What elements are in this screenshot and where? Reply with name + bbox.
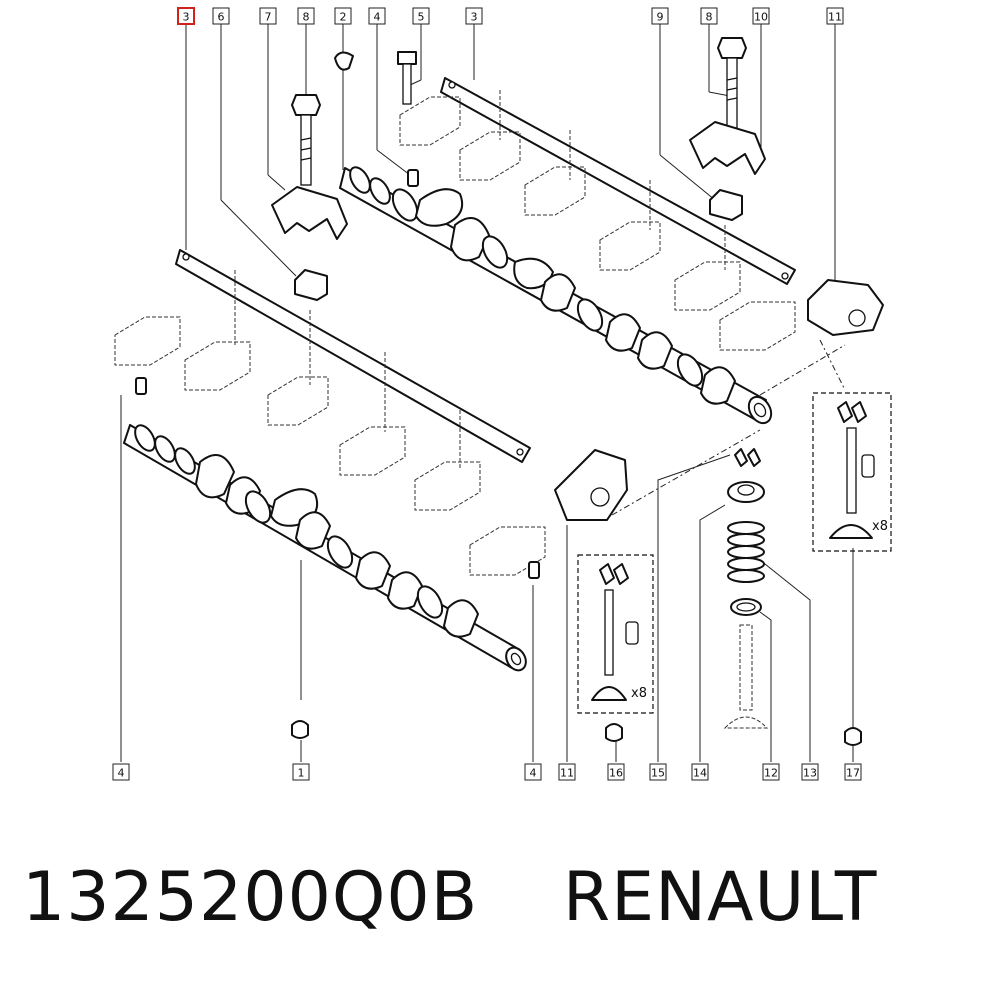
small-clips <box>334 51 354 71</box>
callout-bottom-7-text: 12 <box>764 767 778 780</box>
callout-top-5: 4 <box>368 7 386 25</box>
callout-top-0-text: 3 <box>183 11 190 24</box>
cam-follower-front <box>554 449 628 521</box>
callout-top-8-text: 9 <box>657 11 664 24</box>
clamp-left <box>271 186 348 240</box>
callout-top-5-text: 4 <box>374 11 381 24</box>
callout-top-1-text: 6 <box>218 11 225 24</box>
callout-bottom-5: 15 <box>649 763 667 781</box>
callout-bottom-8-text: 13 <box>803 767 817 780</box>
callout-top-6: 5 <box>412 7 430 25</box>
callout-top-11-text: 11 <box>828 11 842 24</box>
callout-bottom-6: 14 <box>691 763 709 781</box>
quantity-label-left: x8 <box>631 686 647 701</box>
callout-top-4: 2 <box>334 7 352 25</box>
valve-spring-stack <box>723 448 769 729</box>
clamp-right <box>689 121 766 175</box>
wedge-left <box>294 269 328 301</box>
ghost-bearing-caps <box>114 90 796 576</box>
callout-top-7: 3 <box>465 7 483 25</box>
callout-bottom-0: 4 <box>112 763 130 781</box>
callout-bottom-1-text: 1 <box>298 767 305 780</box>
callout-bottom-2: 4 <box>524 763 542 781</box>
callout-bottom-9: 17 <box>844 763 862 781</box>
part-number: 1325200Q0B <box>22 858 479 937</box>
callout-bottom-3: 11 <box>558 763 576 781</box>
callout-bottom-5-text: 15 <box>651 767 665 780</box>
callout-top-10-text: 10 <box>754 11 768 24</box>
callout-bottom-2-text: 4 <box>530 767 537 780</box>
leader-lines <box>120 24 854 762</box>
caption: 1325200Q0B RENAULT <box>22 858 877 948</box>
small-bolt <box>397 51 417 105</box>
oil-ramp-rear <box>440 77 796 285</box>
callout-top-4-text: 2 <box>340 11 347 24</box>
callout-bottom-1: 1 <box>292 763 310 781</box>
callout-top-3-text: 8 <box>303 11 310 24</box>
callout-bottom-7: 12 <box>762 763 780 781</box>
callout-bottom-4-text: 16 <box>609 767 623 780</box>
callout-top-2: 7 <box>259 7 277 25</box>
camshaft-rear <box>339 166 773 425</box>
callout-top-0: 3 <box>177 7 195 25</box>
valve-kit-left: x8 <box>577 554 654 714</box>
wedge-right <box>709 189 743 221</box>
bottom-small-parts <box>291 720 862 746</box>
callout-top-10: 10 <box>752 7 770 25</box>
camshaft-front <box>123 424 527 672</box>
callout-bottom-3-text: 11 <box>560 767 574 780</box>
callout-top-9-text: 8 <box>706 11 713 24</box>
valve-kit-right: x8 <box>812 392 892 552</box>
callout-top-6-text: 5 <box>418 11 425 24</box>
callout-bottom-8: 13 <box>801 763 819 781</box>
bolt-left <box>291 94 321 186</box>
cam-follower-right <box>807 279 884 336</box>
callout-bottom-9-text: 17 <box>846 767 860 780</box>
callout-bottom-6-text: 14 <box>693 767 707 780</box>
callout-top-8: 9 <box>651 7 669 25</box>
quantity-label-right: x8 <box>872 519 888 534</box>
callout-bottom-0-text: 4 <box>118 767 125 780</box>
callout-top-9: 8 <box>700 7 718 25</box>
callout-top-7-text: 3 <box>471 11 478 24</box>
brand-name: RENAULT <box>562 858 878 937</box>
dowel-pins <box>135 169 540 579</box>
callout-bottom-4: 16 <box>607 763 625 781</box>
oil-ramp-front <box>175 249 531 463</box>
callout-top-3: 8 <box>297 7 315 25</box>
bolt-right <box>717 37 747 129</box>
callout-top-11: 11 <box>826 7 844 25</box>
callout-top-1: 6 <box>212 7 230 25</box>
callout-top-2-text: 7 <box>265 11 272 24</box>
